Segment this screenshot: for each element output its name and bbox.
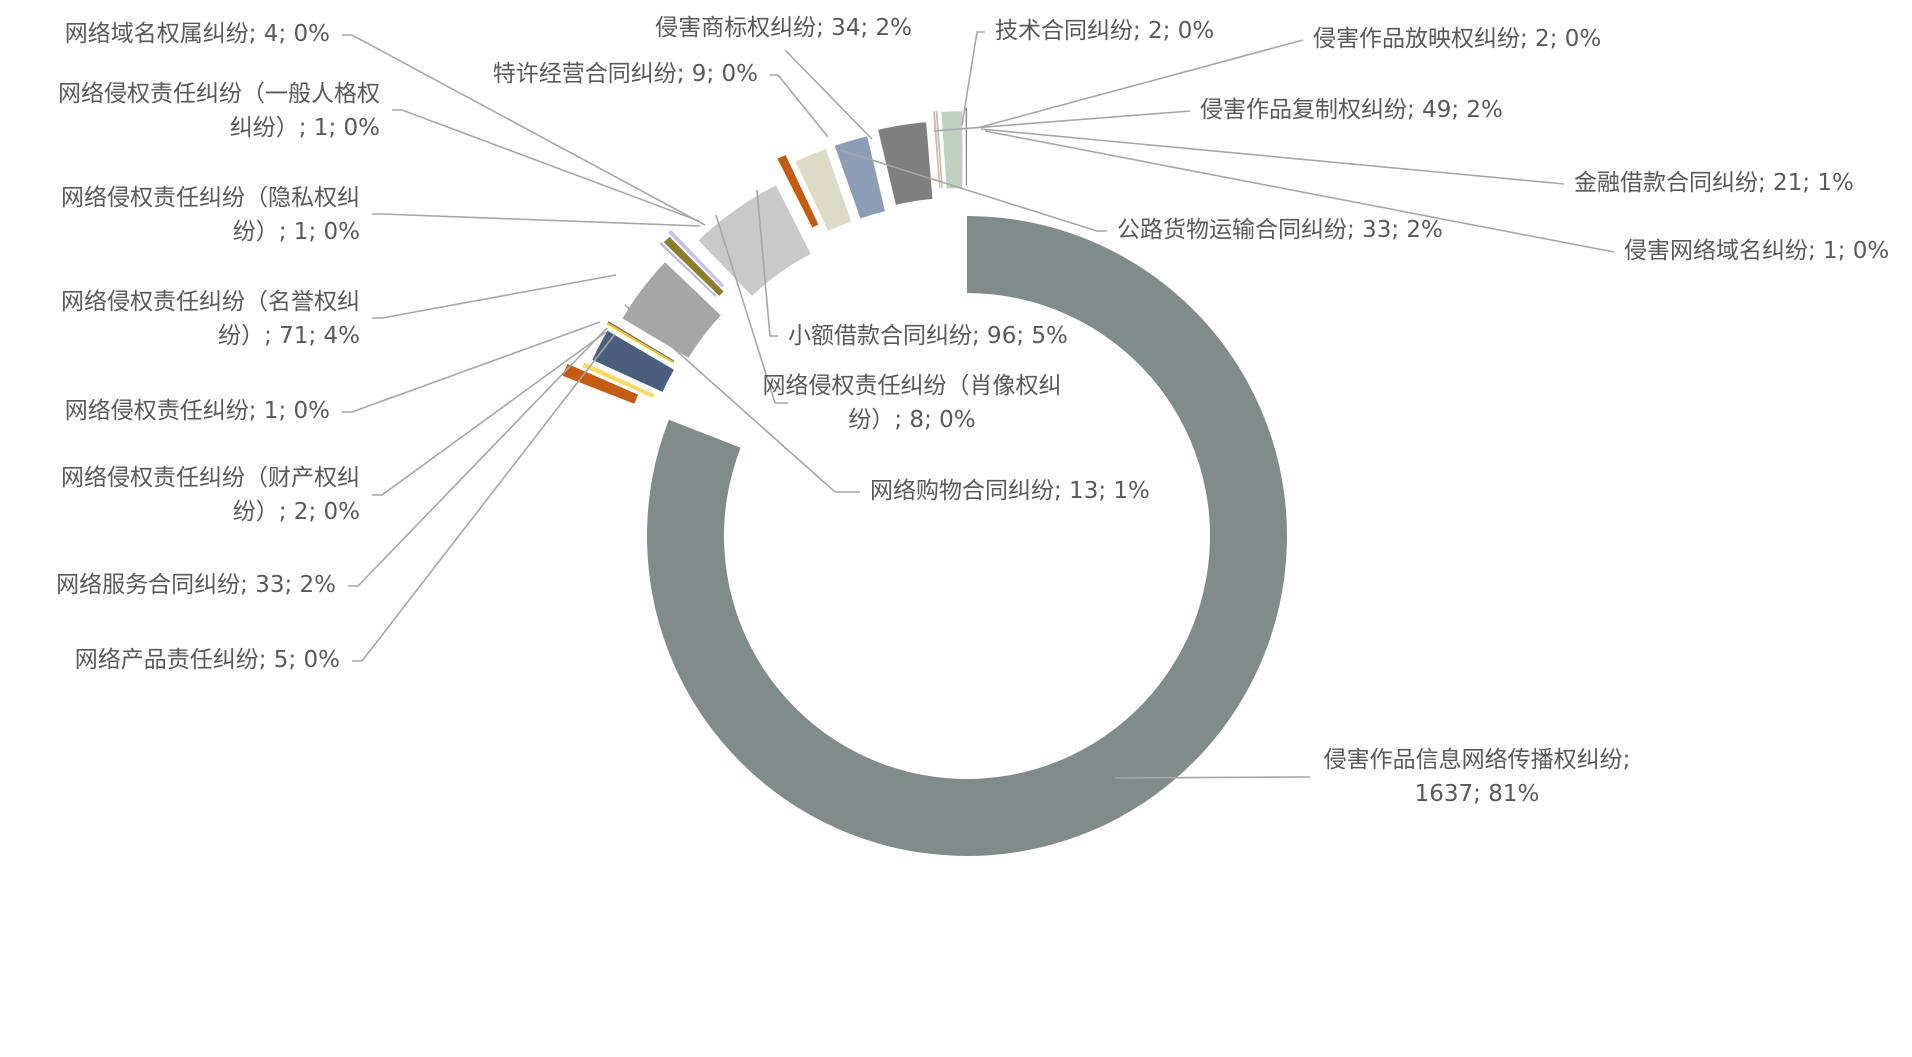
slice-7	[659, 242, 717, 297]
data-label-0-line-1: 1637; 81%	[1415, 781, 1540, 807]
data-label-7-line-0: 网络侵权责任纠纷（隐私权纠	[61, 185, 360, 211]
data-label-11: 小额借款合同纠纷; 96; 5%	[788, 323, 1068, 349]
data-label-11-line-0: 小额借款合同纠纷; 96; 5%	[788, 323, 1068, 349]
data-label-7-line-1: 纷）; 1; 0%	[233, 219, 360, 245]
leader-line-4	[372, 331, 607, 496]
data-label-2-line-0: 网络产品责任纠纷; 5; 0%	[75, 647, 340, 673]
data-label-6: 网络侵权责任纠纷（名誉权纠纷）; 71; 4%	[61, 289, 360, 349]
leader-line-9	[715, 214, 788, 404]
leader-line-group	[342, 31, 1615, 779]
leader-line-8	[392, 109, 700, 222]
slice-10	[668, 229, 725, 288]
slice-13	[795, 149, 852, 232]
data-label-16: 技术合同纠纷; 2; 0%	[995, 18, 1214, 44]
slice-14	[834, 136, 885, 219]
data-label-3-line-0: 网络服务合同纠纷; 33; 2%	[56, 572, 336, 598]
data-label-5: 网络侵权责任纠纷; 1; 0%	[65, 398, 330, 424]
leader-line-16	[961, 31, 985, 126]
data-label-0-line-0: 侵害作品信息网络传播权纠纷;	[1324, 747, 1631, 773]
slice-12	[777, 154, 819, 228]
slice-2	[582, 362, 655, 398]
leader-line-11	[756, 189, 778, 337]
leader-line-12	[770, 74, 829, 138]
slice-19	[965, 108, 968, 186]
data-label-5-line-0: 网络侵权责任纠纷; 1; 0%	[65, 398, 330, 424]
slice-8	[660, 241, 718, 297]
slice-3	[592, 330, 674, 392]
data-label-9-line-1: 纷）; 8; 0%	[848, 407, 975, 433]
leader-line-7	[372, 213, 701, 227]
data-label-0: 侵害作品信息网络传播权纠纷; 1637; 81%	[1324, 747, 1631, 807]
data-label-15: 侵害作品复制权纠纷; 49; 2%	[1200, 97, 1503, 123]
slice-5	[607, 321, 675, 362]
slice-0	[647, 216, 1287, 856]
data-label-14-line-0: 侵害商标权纠纷; 34; 2%	[655, 15, 912, 41]
data-label-19-line-0: 侵害网络域名纠纷; 1; 0%	[1624, 238, 1889, 264]
slice-11	[698, 185, 811, 296]
data-label-13-line-0: 公路货物运输合同纠纷; 33; 2%	[1117, 217, 1443, 243]
data-label-17: 侵害作品放映权纠纷; 2; 0%	[1313, 26, 1601, 52]
leader-line-6	[372, 274, 617, 319]
data-label-2: 网络产品责任纠纷; 5; 0%	[75, 647, 340, 673]
data-label-4: 网络侵权责任纠纷（财产权纠纷）; 2; 0%	[61, 465, 360, 525]
leader-line-14	[784, 49, 873, 140]
data-label-18-line-0: 金融借款合同纠纷; 21; 1%	[1574, 170, 1854, 196]
leader-line-3	[348, 327, 608, 587]
leader-line-1	[624, 304, 860, 493]
data-label-9-line-0: 网络侵权责任纠纷（肖像权纠	[763, 373, 1062, 399]
data-label-10-line-0: 网络域名权属纠纷; 4; 0%	[65, 21, 330, 47]
leader-line-2	[352, 333, 616, 662]
data-label-17-line-0: 侵害作品放映权纠纷; 2; 0%	[1313, 26, 1601, 52]
data-label-8-line-1: 纠纷）; 1; 0%	[230, 115, 380, 141]
data-label-6-line-1: 纷）; 71; 4%	[218, 323, 360, 349]
slice-6	[622, 262, 721, 358]
data-label-1: 网络购物合同纠纷; 13; 1%	[870, 478, 1150, 504]
data-label-14: 侵害商标权纠纷; 34; 2%	[655, 15, 912, 41]
data-label-15-line-0: 侵害作品复制权纠纷; 49; 2%	[1200, 97, 1503, 123]
data-label-12-line-0: 特许经营合同纠纷; 9; 0%	[493, 61, 758, 87]
data-label-group: 侵害作品信息网络传播权纠纷; 1637; 81% 网络购物合同纠纷; 13; 1% 网…	[56, 15, 1889, 807]
data-label-4-line-1: 纷）; 2; 0%	[233, 499, 360, 525]
slice-15	[878, 122, 933, 205]
data-label-10: 网络域名权属纠纷; 4; 0%	[65, 21, 330, 47]
leader-line-13	[839, 149, 1107, 232]
slice-18	[941, 111, 963, 189]
slice-9	[663, 236, 724, 296]
data-label-7: 网络侵权责任纠纷（隐私权纠纷）; 1; 0%	[61, 185, 360, 245]
data-label-18: 金融借款合同纠纷; 21; 1%	[1574, 170, 1854, 196]
data-label-16-line-0: 技术合同纠纷; 2; 0%	[995, 18, 1214, 44]
leader-line-19	[984, 130, 1615, 253]
data-label-8-line-0: 网络侵权责任纠纷（一般人格权	[58, 81, 380, 107]
slice-4	[606, 322, 674, 364]
data-label-1-line-0: 网络购物合同纠纷; 13; 1%	[870, 478, 1150, 504]
leader-line-5	[342, 321, 601, 413]
data-label-13: 公路货物运输合同纠纷; 33; 2%	[1117, 217, 1443, 243]
leader-line-0	[1114, 776, 1311, 779]
leader-line-10	[342, 34, 706, 226]
slice-1	[562, 363, 639, 404]
data-label-12: 特许经营合同纠纷; 9; 0%	[493, 61, 758, 87]
leader-line-15	[933, 110, 1191, 132]
leader-line-18	[980, 128, 1565, 185]
leader-line-17	[976, 39, 1304, 129]
data-label-6-line-0: 网络侵权责任纠纷（名誉权纠	[61, 289, 360, 315]
data-label-19: 侵害网络域名纠纷; 1; 0%	[1624, 238, 1889, 264]
data-label-9: 网络侵权责任纠纷（肖像权纠纷）; 8; 0%	[763, 373, 1062, 433]
slice-group	[562, 108, 1287, 856]
data-label-3: 网络服务合同纠纷; 33; 2%	[56, 572, 336, 598]
data-label-8: 网络侵权责任纠纷（一般人格权纠纷）; 1; 0%	[58, 81, 380, 141]
data-label-4-line-0: 网络侵权责任纠纷（财产权纠	[61, 465, 360, 491]
